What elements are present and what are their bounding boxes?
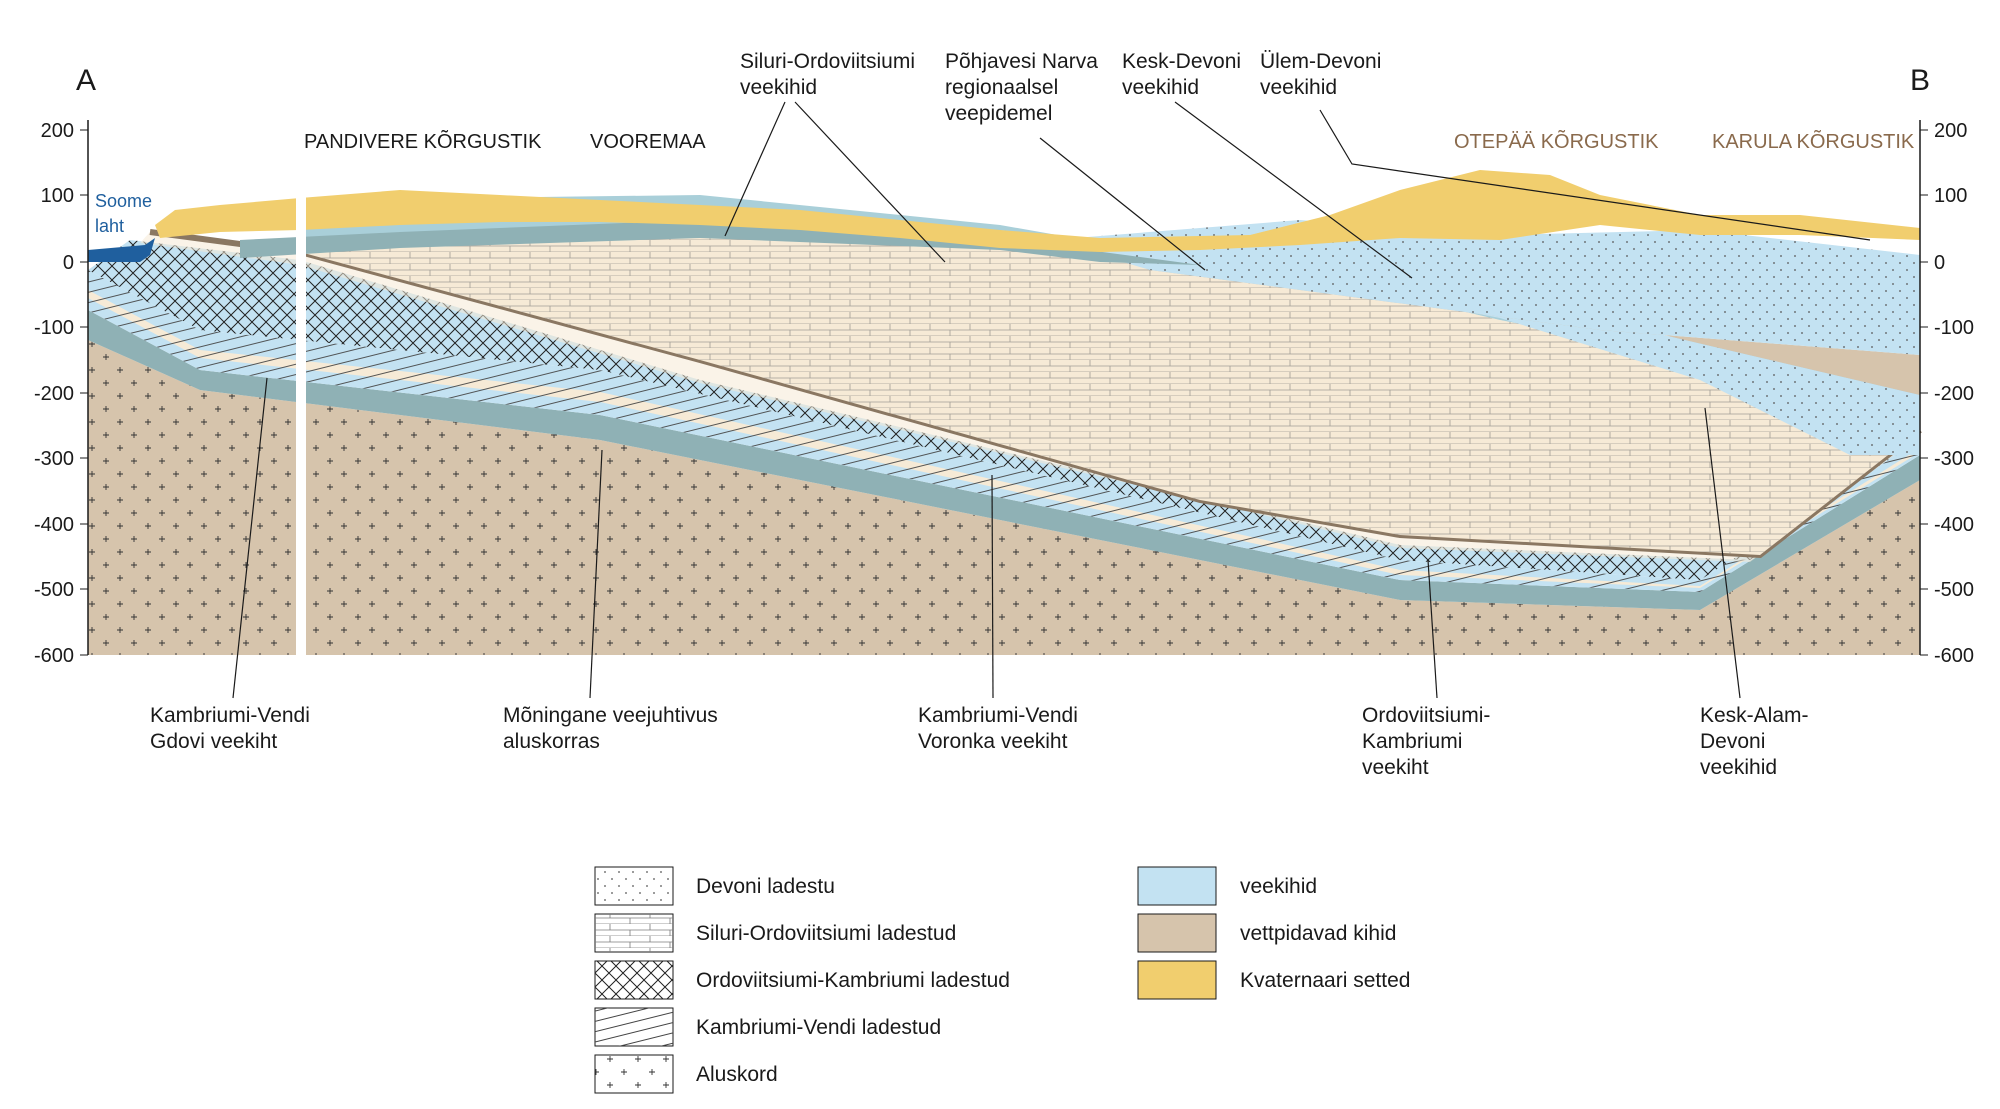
label-narva: Põhjavesi Narva [945, 50, 1098, 73]
label-voronka: Kambriumi-Vendi [918, 704, 1078, 727]
y-tick-right: -100 [1934, 317, 1974, 339]
y-tick-right: 0 [1934, 252, 1945, 274]
geology-layers [88, 170, 1922, 660]
legend-label: Siluri-Ordoviitsiumi ladestud [696, 922, 956, 945]
region-karula: KARULA KÕRGUSTIK [1712, 129, 1915, 153]
label-kesk-alam: Kesk-Alam- [1700, 704, 1809, 727]
label-basement: aluskorras [503, 730, 600, 753]
y-tick-right: -500 [1934, 579, 1974, 601]
legend-label: Kambriumi-Vendi ladestud [696, 1016, 941, 1039]
label-kesk-alam: Devoni [1700, 730, 1765, 753]
y-tick-right: 200 [1934, 120, 1967, 142]
y-tick-right: 100 [1934, 185, 1967, 207]
label-silur-ordo: veekihid [740, 76, 817, 99]
label-kesk-devon: Kesk-Devoni [1122, 50, 1241, 73]
section-end-a: A [76, 64, 96, 97]
y-tick-left: -500 [34, 579, 74, 601]
section-break [296, 190, 306, 660]
quaternary-cover [155, 170, 1920, 252]
y-tick-left: -100 [34, 317, 74, 339]
y-tick-left: -300 [34, 448, 74, 470]
label-ulem-devon: veekihid [1260, 76, 1337, 99]
legend-label: Devoni ladestu [696, 875, 835, 898]
sea-label: Soome [95, 191, 152, 211]
ordovician-cambrian-cream [140, 232, 1920, 562]
label-kesk-devon: veekihid [1122, 76, 1199, 99]
legend-label: Kvaternaari setted [1240, 969, 1410, 992]
label-narva: veepidemel [945, 102, 1052, 125]
legend-label: Aluskord [696, 1063, 778, 1086]
y-tick-left: -200 [34, 383, 74, 405]
legend-label: vettpidavad kihid [1240, 922, 1396, 945]
legend-swatch-aquitard [1137, 913, 1217, 953]
y-tick-right: -600 [1934, 645, 1974, 667]
legend-swatch-aquifer [1137, 866, 1217, 906]
top-leader-lines [724, 101, 1871, 279]
label-ordo-kamb: Ordoviitsiumi- [1362, 704, 1490, 727]
legend-label: Ordoviitsiumi-Kambriumi ladestud [696, 969, 1010, 992]
legend: Devoni ladestu Siluri-Ordoviitsiumi lade… [594, 866, 1410, 1094]
section-end-b: B [1910, 64, 1930, 97]
region-vooremaa: VOOREMAA [590, 131, 706, 153]
y-tick-right: -400 [1934, 514, 1974, 536]
legend-swatch-quaternary [1137, 960, 1217, 1000]
basement-top-aquifer [88, 310, 1920, 610]
y-tick-left: -400 [34, 514, 74, 536]
label-gdov: Gdovi veekiht [150, 730, 277, 753]
label-voronka: Voronka veekiht [918, 730, 1068, 753]
label-ordo-kamb: veekiht [1362, 756, 1429, 779]
legend-label: veekihid [1240, 875, 1317, 898]
label-silur-ordo: Siluri-Ordoviitsiumi [740, 50, 915, 73]
label-ulem-devon: Ülem-Devoni [1260, 50, 1381, 73]
y-tick-left: 100 [41, 185, 74, 207]
y-tick-left: 0 [63, 252, 74, 274]
label-kesk-alam: veekihid [1700, 756, 1777, 779]
y-tick-left: -600 [34, 645, 74, 667]
label-gdov: Kambriumi-Vendi [150, 704, 310, 727]
bottom-leader-lines [232, 377, 1741, 699]
left-axis: 200 100 0 -100 -200 -300 -400 -500 -600 [34, 120, 89, 667]
y-tick-left: 200 [41, 120, 74, 142]
y-tick-right: -300 [1934, 448, 1974, 470]
label-ordo-kamb: Kambriumi [1362, 730, 1462, 753]
label-narva: regionaalsel [945, 76, 1058, 99]
y-tick-right: -200 [1934, 383, 1974, 405]
region-pandivere: PANDIVERE KÕRGUSTIK [304, 129, 542, 153]
region-otepaa: OTEPÄÄ KÕRGUSTIK [1454, 129, 1659, 153]
sea-water [88, 238, 155, 262]
right-axis: 200 100 0 -100 -200 -300 -400 -500 -600 [1919, 120, 1974, 667]
label-basement: Mõningane veejuhtivus [503, 704, 718, 727]
sea-label: laht [95, 216, 124, 236]
